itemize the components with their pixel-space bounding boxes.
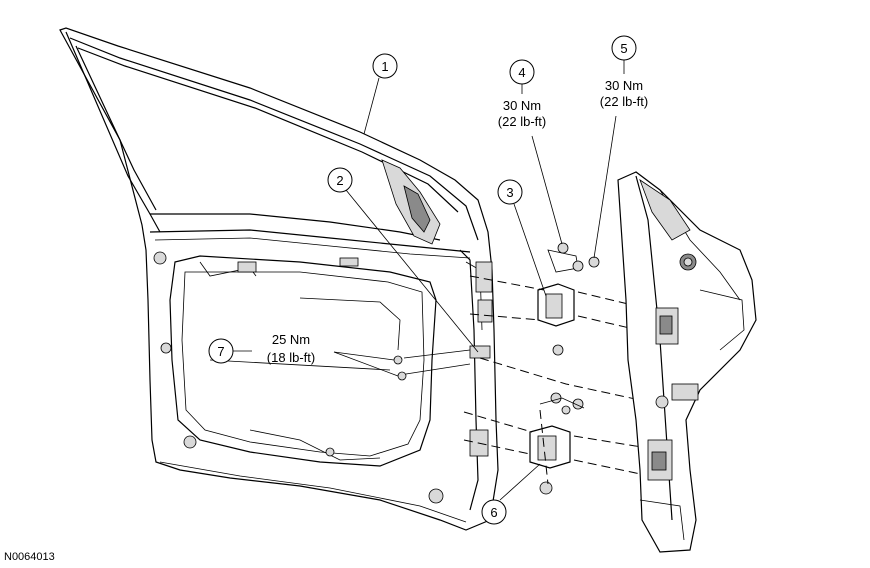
callout-3: 3 bbox=[497, 179, 547, 297]
callout-6-label: 6 bbox=[490, 505, 497, 520]
callout-1: 1 bbox=[363, 53, 398, 135]
figure-reference-code: N0064013 bbox=[4, 551, 55, 563]
callout-5-label: 5 bbox=[620, 41, 627, 56]
door-hinge-bolts bbox=[393, 345, 491, 381]
callout-7-label: 7 bbox=[217, 344, 224, 359]
callout-5-torque-lbft: (22 lb-ft) bbox=[600, 94, 648, 109]
a-pillar-body bbox=[617, 171, 757, 553]
lower-hinge bbox=[529, 392, 585, 495]
upper-hinge bbox=[537, 242, 600, 356]
callout-7-torque-nm: 25 Nm bbox=[272, 332, 310, 347]
callout-3-label: 3 bbox=[506, 185, 513, 200]
callout-7: 7 25 Nm (18 lb-ft) bbox=[208, 332, 399, 377]
callout-4-label: 4 bbox=[518, 65, 525, 80]
callout-7-torque-lbft: (18 lb-ft) bbox=[267, 350, 315, 365]
callout-1-label: 1 bbox=[381, 59, 388, 74]
callout-4-torque-lbft: (22 lb-ft) bbox=[498, 114, 546, 129]
callout-5: 5 30 Nm (22 lb-ft) bbox=[593, 35, 648, 259]
callout-4-torque-nm: 30 Nm bbox=[503, 98, 541, 113]
front-door-assembly bbox=[59, 27, 499, 531]
callout-2-label: 2 bbox=[336, 173, 343, 188]
callout-6: 6 bbox=[481, 463, 541, 525]
callout-5-torque-nm: 30 Nm bbox=[605, 78, 643, 93]
callout-2: 2 bbox=[327, 167, 479, 353]
callout-4: 4 30 Nm (22 lb-ft) bbox=[498, 59, 563, 245]
